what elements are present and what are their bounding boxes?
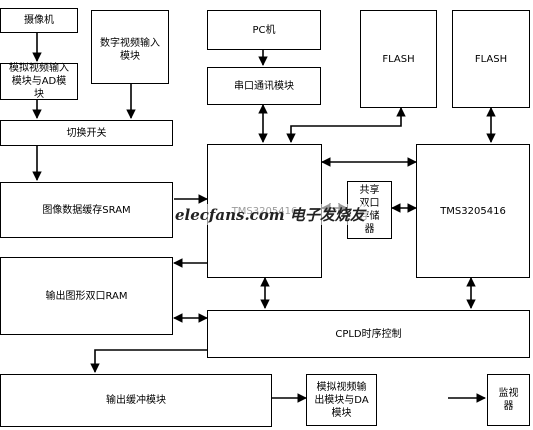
image-sram-block: 图像数据缓存SRAM bbox=[0, 182, 173, 238]
switch-block: 切换开关 bbox=[0, 120, 173, 146]
dsp-right-block: TMS3205416 bbox=[416, 144, 530, 278]
elecfans-watermark: elecfans.com 电子发烧友 bbox=[173, 204, 367, 225]
camera-block: 摄像机 bbox=[0, 8, 78, 33]
serial-comm-block: 串口通讯模块 bbox=[207, 67, 321, 105]
analog-video-output-da-block: 模拟视频输出模块与DA模块 bbox=[306, 374, 377, 426]
arrow-cpld-to-buffer bbox=[90, 349, 207, 373]
output-graphic-ram-block: 输出图形双口RAM bbox=[0, 257, 173, 335]
output-buffer-block: 输出缓冲模块 bbox=[0, 374, 272, 427]
monitor-block: 监视器 bbox=[487, 374, 530, 426]
pc-block: PC机 bbox=[207, 10, 321, 50]
flash-left-block: FLASH bbox=[360, 10, 437, 108]
cpld-timing-control-block: CPLD时序控制 bbox=[207, 310, 530, 358]
digital-video-input-block: 数字视频输入模块 bbox=[91, 10, 169, 84]
arrow-flash-dsp-left bbox=[286, 107, 406, 143]
flash-right-block: FLASH bbox=[452, 10, 530, 108]
analog-video-input-ad-block: 模拟视频输入模块与AD模块 bbox=[0, 63, 78, 100]
